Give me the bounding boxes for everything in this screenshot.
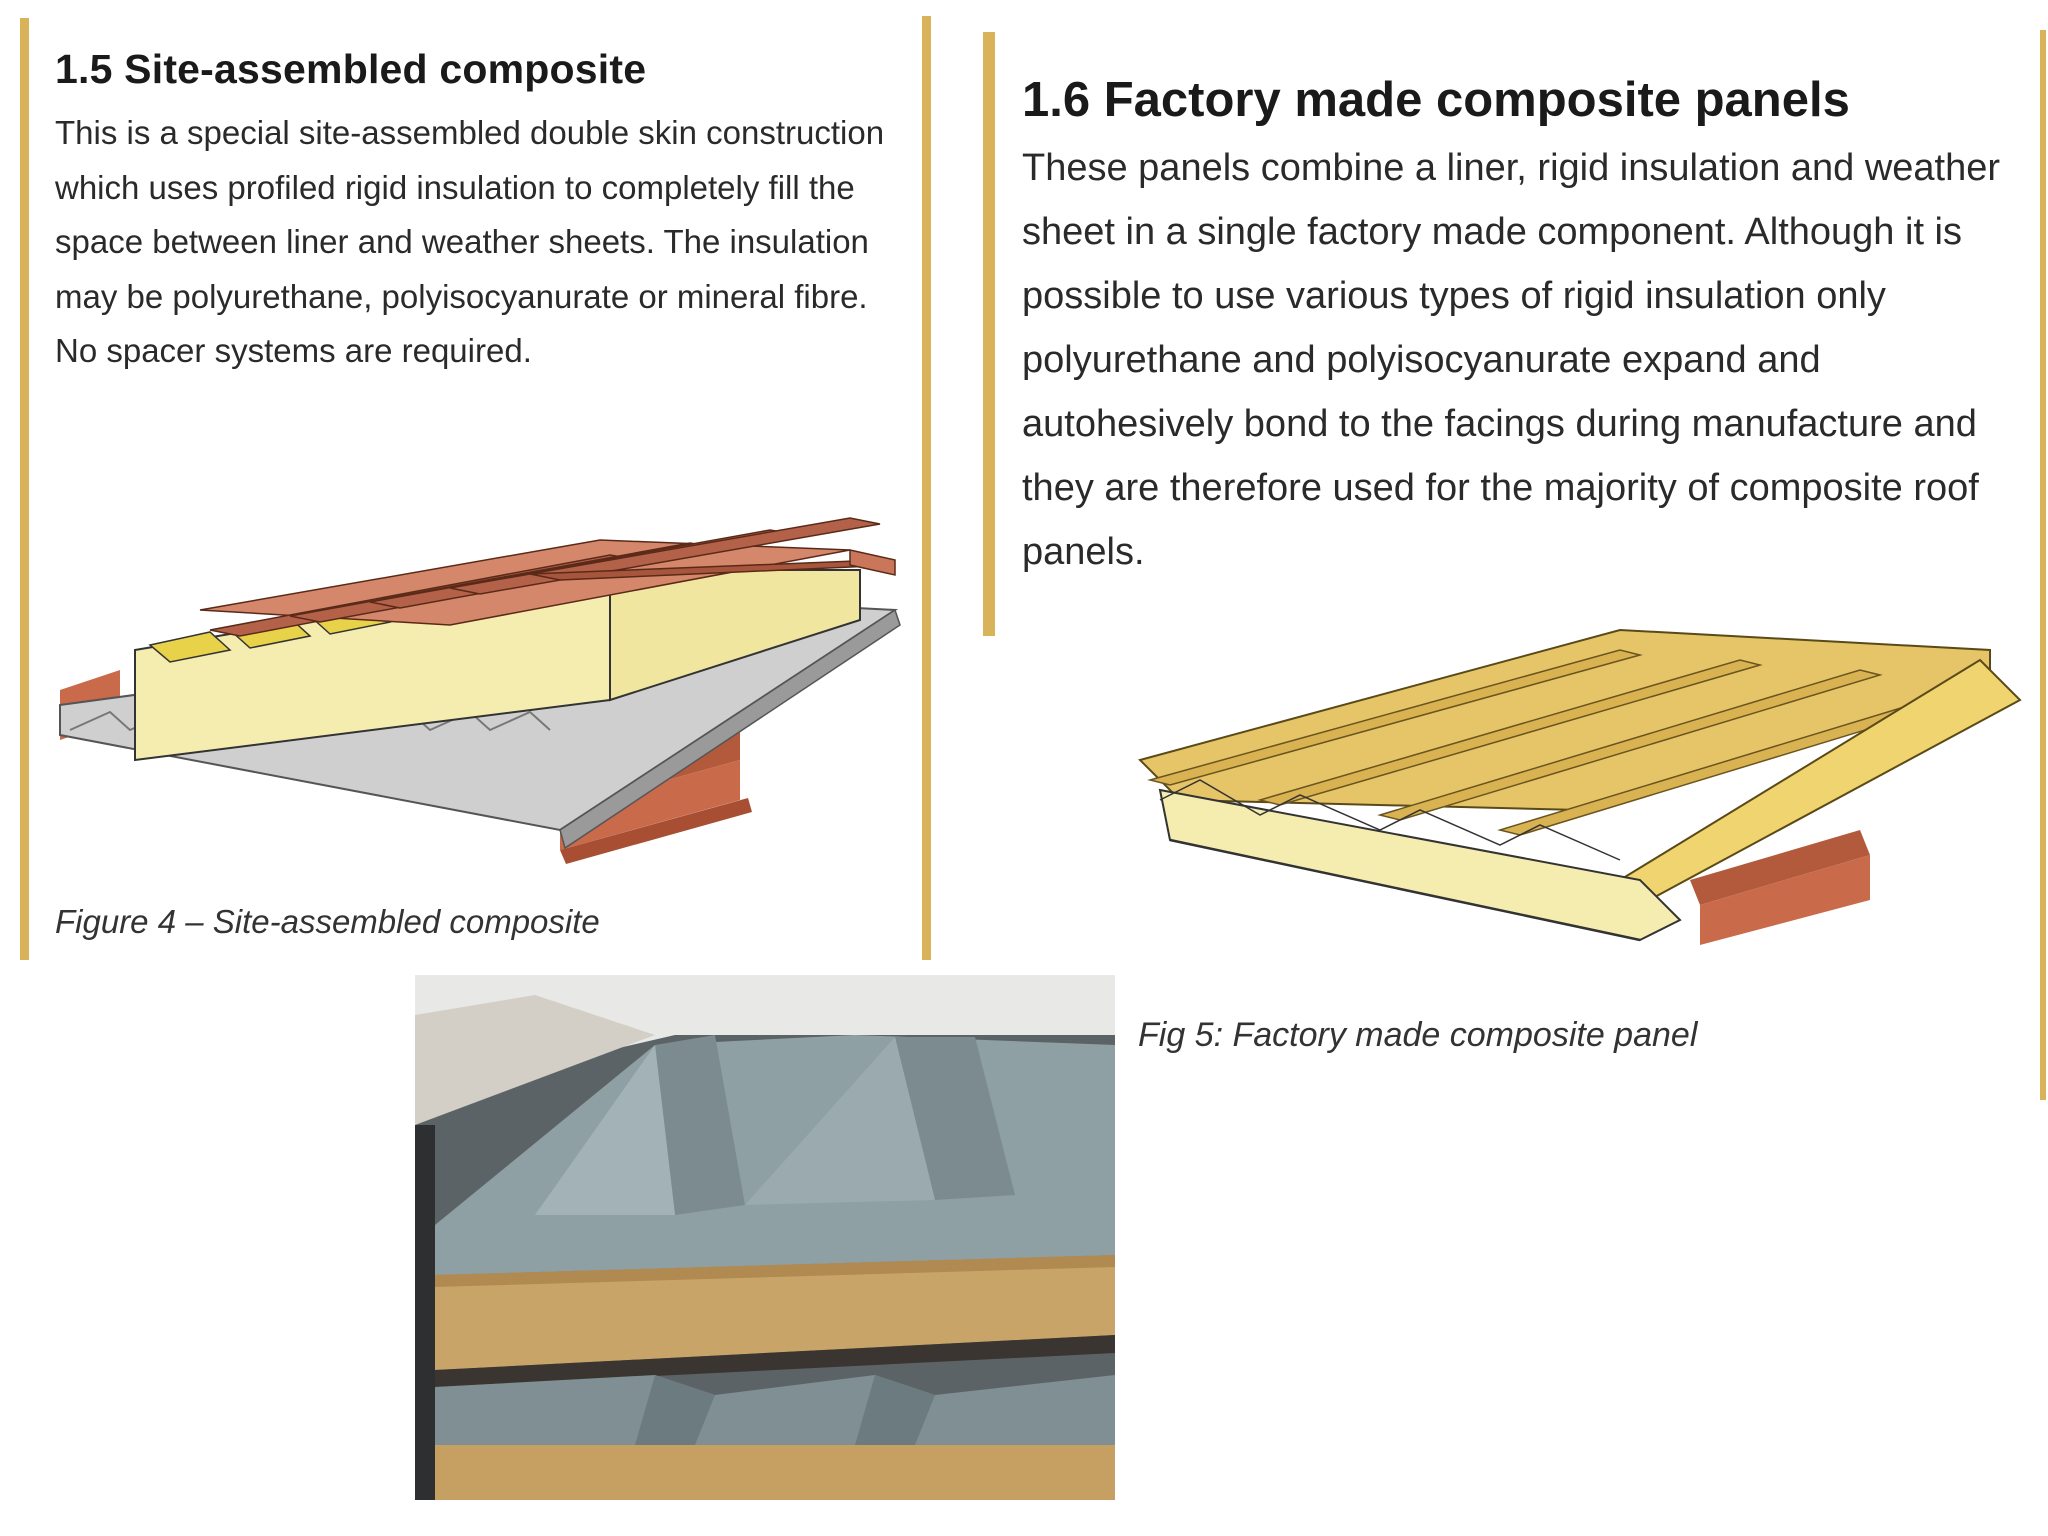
photo-stacked-composite-panels bbox=[415, 975, 1115, 1500]
right-panel-border-right bbox=[2040, 30, 2046, 1100]
figure-caption-4: Figure 4 – Site-assembled composite bbox=[55, 903, 600, 940]
section-heading-factory-made: 1.6 Factory made composite panels bbox=[1022, 73, 1850, 127]
left-panel-border-right bbox=[922, 16, 931, 960]
section-body-factory-made: These panels combine a liner, rigid insu… bbox=[1022, 147, 2001, 573]
section-heading-site-assembled: 1.5 Site-assembled composite bbox=[55, 46, 647, 92]
section-body-site-assembled: This is a special site-assembled double … bbox=[55, 114, 885, 369]
figure-caption-5: Fig 5: Factory made composite panel bbox=[1138, 1016, 1698, 1054]
left-panel-border-left bbox=[20, 18, 29, 960]
right-panel-border-left bbox=[983, 32, 995, 636]
